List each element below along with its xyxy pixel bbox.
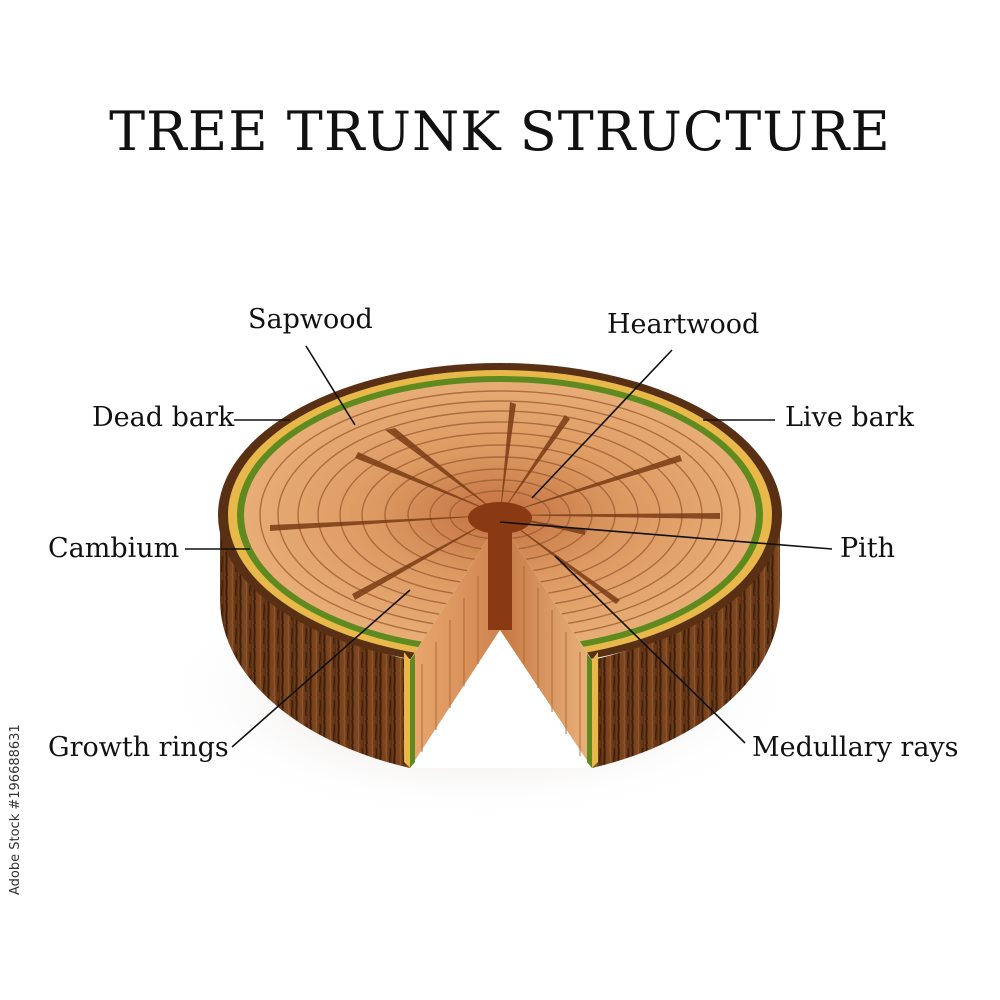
cut-faces-front <box>404 520 598 768</box>
bark-side <box>220 515 780 768</box>
medullary-rays <box>270 402 720 604</box>
label-medullary-rays: Medullary rays <box>752 732 959 763</box>
stock-id: #196688631 <box>8 724 23 810</box>
label-growth-rings: Growth rings <box>48 732 229 763</box>
label-dead-bark: Dead bark <box>92 402 235 433</box>
stock-watermark-text: Adobe Stock #196688631 <box>8 724 23 895</box>
stock-brand: Adobe Stock <box>8 813 23 895</box>
label-pith: Pith <box>840 533 896 564</box>
label-sapwood: Sapwood <box>248 304 373 335</box>
label-heartwood: Heartwood <box>607 309 760 340</box>
label-live-bark: Live bark <box>785 402 915 433</box>
wedge-cutout <box>410 520 592 768</box>
leader-lines <box>185 345 833 748</box>
diagram-title: TREE TRUNK STRUCTURE <box>109 100 891 163</box>
label-cambium: Cambium <box>48 533 180 564</box>
pith <box>468 502 532 534</box>
